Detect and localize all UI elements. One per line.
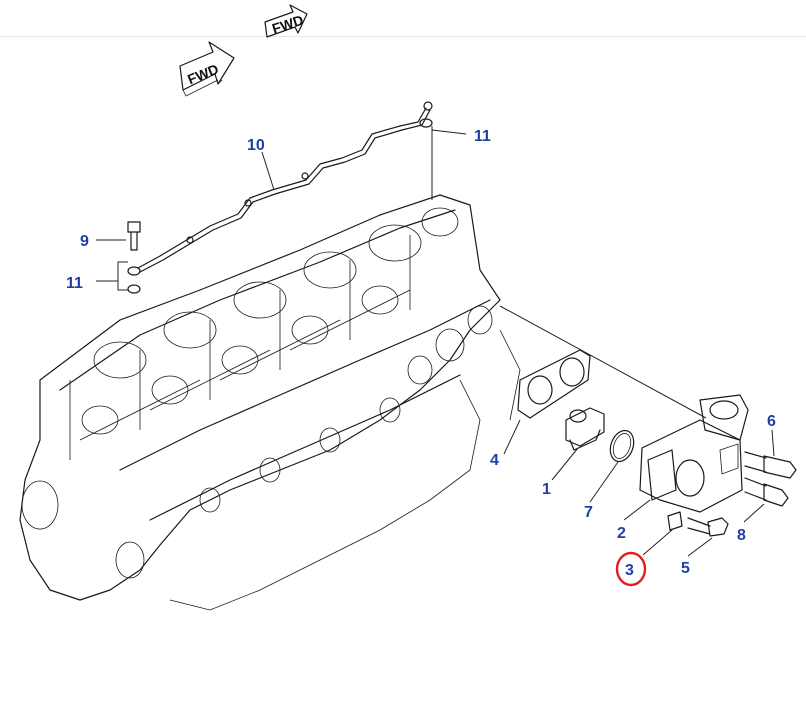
callout-9: 9 — [80, 233, 89, 250]
fwd-arrow-top: FWD — [264, 4, 308, 38]
callout-6: 6 — [767, 413, 776, 430]
fwd-label-left: FWD — [185, 61, 221, 88]
bolt-8 — [744, 477, 789, 507]
highlighted-callout-3: 3 — [615, 551, 647, 587]
callout-1: 1 — [542, 481, 551, 498]
highlight-circle — [615, 551, 647, 587]
gasket — [517, 349, 591, 419]
callout-4: 4 — [490, 452, 499, 469]
callout-10: 10 — [247, 137, 265, 154]
thermostat-housing — [499, 305, 749, 513]
fwd-label-top: FWD — [270, 12, 305, 37]
bolt-5 — [687, 517, 729, 537]
callout-11-top: 11 — [474, 128, 491, 145]
return-tube — [137, 101, 433, 273]
callout-5: 5 — [681, 560, 690, 577]
bolt-6 — [744, 451, 797, 479]
thermostat — [565, 407, 605, 451]
callout-3: 3 — [625, 562, 634, 579]
callout-11-left: 11 — [66, 275, 83, 292]
engine-block — [19, 194, 521, 611]
drain-plug — [667, 511, 683, 531]
callout-2: 2 — [617, 525, 626, 542]
callout-8: 8 — [737, 527, 746, 544]
header-divider — [0, 36, 806, 37]
fwd-arrow-left: FWD — [179, 41, 235, 97]
callout-7: 7 — [584, 504, 593, 521]
leader-lines — [96, 129, 775, 557]
o-ring — [609, 429, 635, 463]
o-ring-inner — [612, 433, 632, 459]
washer-bolt-set — [127, 118, 433, 294]
